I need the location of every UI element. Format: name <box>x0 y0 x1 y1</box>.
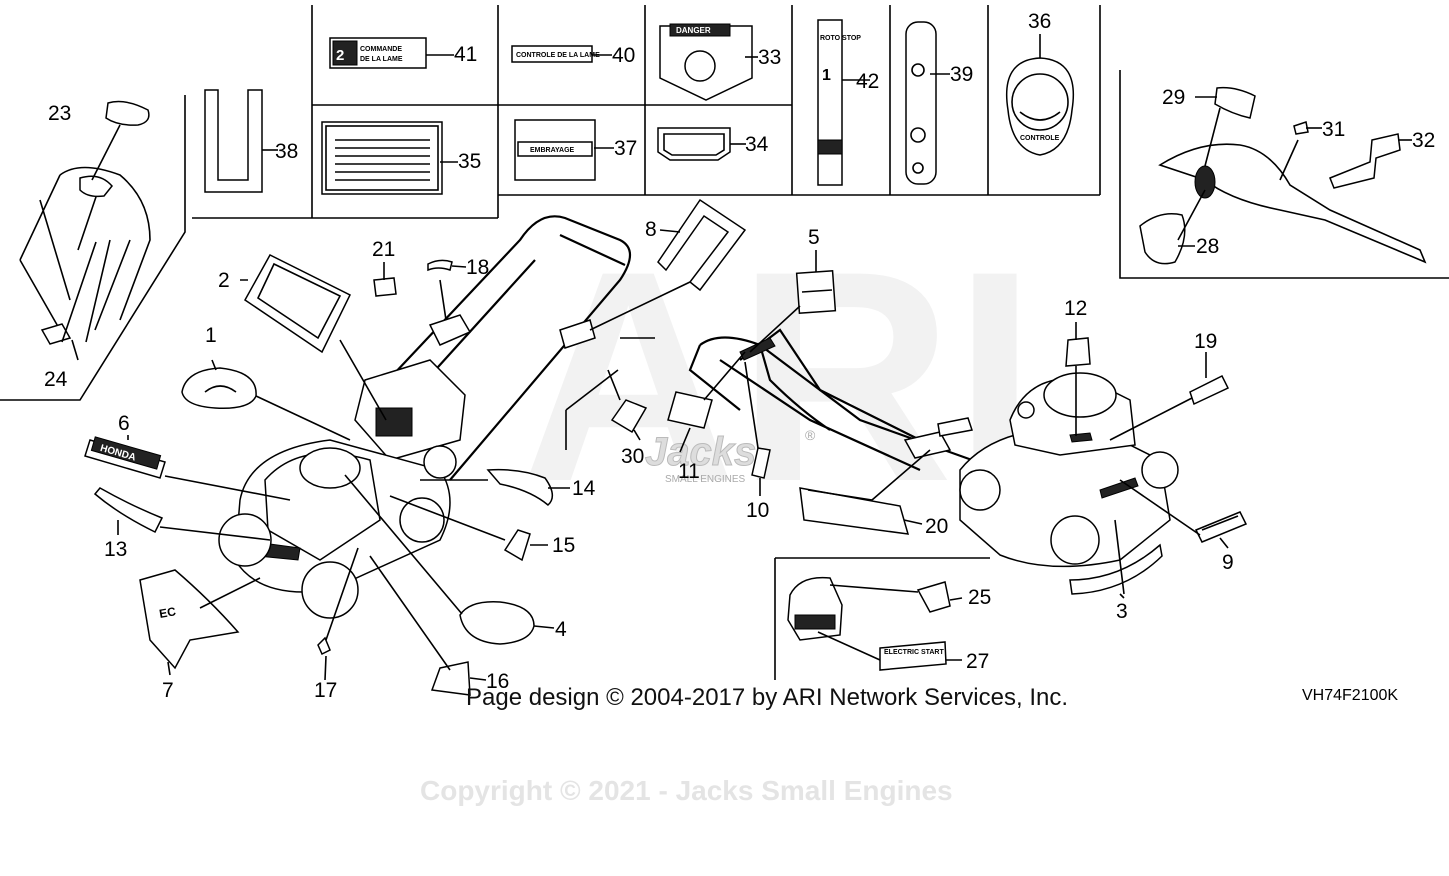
callout-30: 30 <box>621 445 644 468</box>
label-19 <box>1189 374 1230 406</box>
svg-text:DANGER: DANGER <box>676 26 711 35</box>
callout-6: 6 <box>118 412 130 435</box>
callout-7: 7 <box>162 679 174 702</box>
label-18 <box>427 259 453 272</box>
label-15 <box>503 529 531 562</box>
svg-text:ROTO STOP: ROTO STOP <box>820 35 861 42</box>
callout-31: 31 <box>1322 118 1345 141</box>
callout-17: 17 <box>314 679 337 702</box>
handle-detail-right <box>1139 86 1427 265</box>
label-30 <box>610 399 648 434</box>
callout-23: 23 <box>48 102 71 125</box>
inset-electric-start: ELECTRIC START <box>787 576 951 671</box>
callout-19: 19 <box>1194 330 1217 353</box>
callout-40: 40 <box>612 44 635 67</box>
label-5 <box>795 269 837 315</box>
label-4 <box>459 601 535 645</box>
label-10 <box>751 447 771 479</box>
mower-right <box>688 328 1179 568</box>
label-37-embrayage: EMBRAYAGE <box>514 119 596 181</box>
callout-12: 12 <box>1064 297 1087 320</box>
label-42-roto-stop: ROTO STOP 1 <box>817 19 861 186</box>
callout-20: 20 <box>925 515 948 538</box>
label-12 <box>1065 337 1091 367</box>
callout-21: 21 <box>372 238 395 261</box>
label-39 <box>905 21 937 185</box>
callout-numbers: 23 24 38 41 35 40 37 33 34 42 39 36 29 3… <box>44 10 1435 702</box>
jacks-logo: Jacks SMALL ENGINES ® <box>645 427 817 485</box>
label-11 <box>667 391 713 429</box>
callout-34: 34 <box>745 133 769 156</box>
callout-25: 25 <box>968 586 991 609</box>
label-35 <box>321 121 443 195</box>
svg-text:1: 1 <box>822 67 831 84</box>
callout-24: 24 <box>44 368 68 391</box>
svg-text:CONTROLE: CONTROLE <box>1020 135 1060 142</box>
callout-2: 2 <box>218 269 230 292</box>
svg-text:2: 2 <box>336 47 344 64</box>
callout-32: 32 <box>1412 129 1435 152</box>
callout-9: 9 <box>1222 551 1234 574</box>
callout-1: 1 <box>205 324 217 347</box>
callout-33: 33 <box>758 46 781 69</box>
label-2 <box>244 254 352 354</box>
callout-14: 14 <box>572 477 596 500</box>
label-14 <box>486 468 554 506</box>
label-9 <box>1194 511 1248 543</box>
callout-41: 41 <box>454 43 477 66</box>
label-1 <box>181 367 257 409</box>
ari-watermark: ARI <box>520 208 1037 544</box>
callout-36: 36 <box>1028 10 1051 33</box>
copyright-watermark: Copyright © 2021 - Jacks Small Engines <box>420 775 953 806</box>
callout-35: 35 <box>458 150 481 173</box>
svg-text:CONTROLE DE LA LAME: CONTROLE DE LA LAME <box>516 52 600 59</box>
label-box-grid <box>0 5 1449 680</box>
label-38 <box>204 89 263 193</box>
label-6-honda: HONDA <box>84 436 166 479</box>
svg-text:ELECTRIC START: ELECTRIC START <box>884 649 944 656</box>
callout-39: 39 <box>950 63 973 86</box>
label-36-controle-dial: CONTROLE <box>1006 57 1074 156</box>
svg-text:DE LA LAME: DE LA LAME <box>360 56 403 63</box>
callout-16: 16 <box>486 670 509 693</box>
callout-38: 38 <box>275 140 298 163</box>
callout-4: 4 <box>555 618 567 641</box>
callout-15: 15 <box>552 534 575 557</box>
callout-10: 10 <box>746 499 769 522</box>
callout-8: 8 <box>645 218 657 241</box>
svg-text:COMMANDE: COMMANDE <box>360 46 402 53</box>
svg-text:®: ® <box>805 427 816 443</box>
label-33-danger: DANGER <box>659 23 753 101</box>
label-13 <box>93 487 164 533</box>
label-21 <box>373 277 397 297</box>
svg-text:SMALL ENGINES: SMALL ENGINES <box>665 474 746 485</box>
callout-3: 3 <box>1116 600 1128 623</box>
label-7: EC <box>139 569 240 670</box>
callout-42: 42 <box>856 70 879 93</box>
label-17 <box>317 636 331 656</box>
callout-5: 5 <box>808 226 820 249</box>
svg-text:EC: EC <box>158 604 177 621</box>
label-41-commande: 2 COMMANDE DE LA LAME <box>329 37 427 69</box>
label-16 <box>430 661 471 696</box>
callout-37: 37 <box>614 137 637 160</box>
handle-detail-left <box>19 100 151 345</box>
mower-left <box>218 215 632 619</box>
label-3 <box>1069 543 1163 595</box>
page-credit: Page design © 2004-2017 by ARI Network S… <box>466 684 1068 711</box>
callout-11: 11 <box>678 460 700 483</box>
svg-text:EMBRAYAGE: EMBRAYAGE <box>530 147 575 154</box>
svg-text:Jacks: Jacks <box>645 430 756 474</box>
callout-27: 27 <box>966 650 989 673</box>
label-20 <box>799 487 910 535</box>
label-34 <box>657 127 731 161</box>
leader-lines <box>61 34 1412 681</box>
diagram-code: VH74F2100K <box>1302 687 1398 704</box>
label-40-controle: CONTROLE DE LA LAME <box>511 45 600 63</box>
callout-13: 13 <box>104 538 127 561</box>
callout-29: 29 <box>1162 86 1185 109</box>
callout-18: 18 <box>466 256 489 279</box>
callout-28: 28 <box>1196 235 1219 258</box>
